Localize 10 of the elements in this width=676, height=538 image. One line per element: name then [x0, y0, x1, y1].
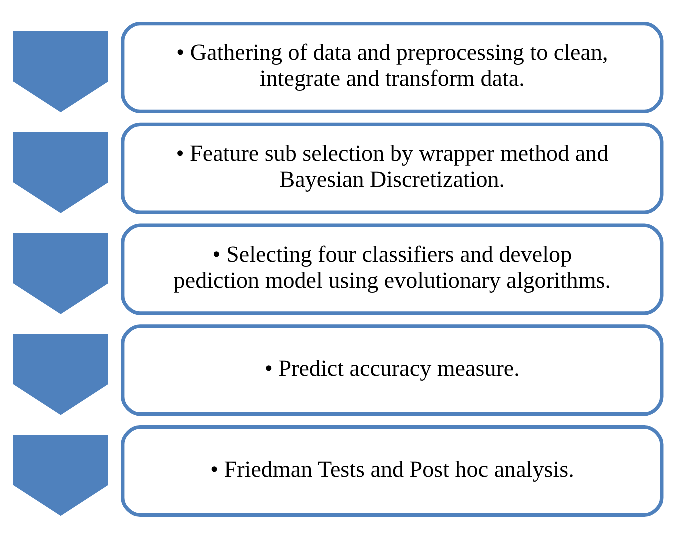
- node-chevron: [13, 30, 108, 112]
- node-chevron: [13, 334, 108, 415]
- node-chevron: [13, 132, 108, 213]
- node-chevron: [13, 434, 108, 516]
- node-chevron: [13, 232, 108, 314]
- node-box: • Friedman Tests and Post hoc analysis.: [121, 425, 664, 517]
- node-box: • Predict accuracy measure.: [121, 324, 664, 416]
- node-box: • Selecting four classifiers and develop pediction model using evolutionary algorithms.: [121, 223, 664, 315]
- node-box: • Feature sub selection by wrapper method and Bayesian Discretization.: [121, 122, 664, 214]
- node-box: • Gathering of data and preprocessing to clean, integrate and transform data.: [121, 21, 664, 113]
